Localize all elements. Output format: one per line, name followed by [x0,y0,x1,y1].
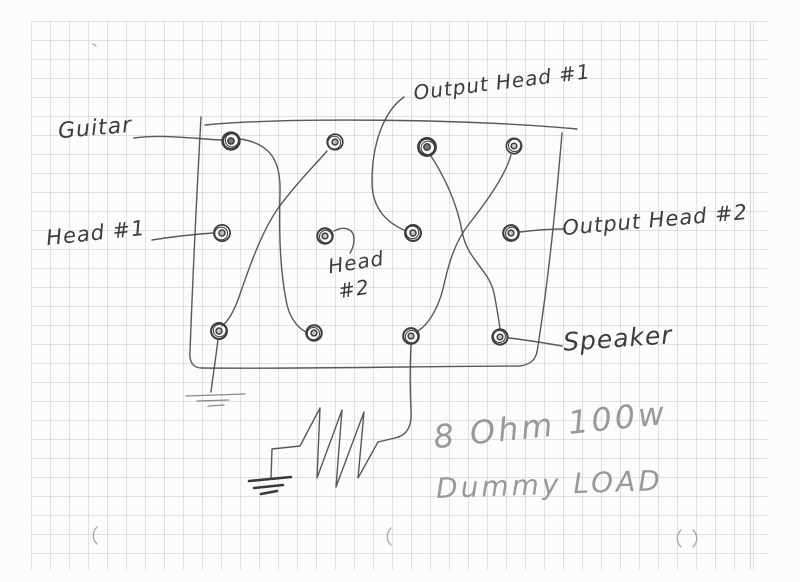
stray-paren-pair [676,529,698,548]
jack-row3-col2 [305,324,323,342]
wire-top2-to-bottom1 [221,150,328,327]
jack-head-1 [213,224,231,242]
panel-top-edge [204,119,578,130]
pointer-speaker [508,337,563,347]
stray-dot [92,43,97,47]
dummy-load [247,343,412,496]
panel-left-edge [189,116,203,369]
pointer-output-head-1 [371,96,405,231]
jack-row3-col1 [210,322,228,340]
pointer-guitar [133,135,222,141]
pointer-output-head-2 [519,228,565,233]
stray-marks [92,43,698,548]
ground-wire [210,338,219,393]
stray-paren-1 [92,526,98,545]
panel-bottom-edge [201,351,538,369]
jack-head-2 [316,227,334,245]
jack-row1-col2 [326,133,344,151]
ground-symbol-left [185,338,246,407]
ground-lines [185,393,246,407]
resistor-symbol [270,407,400,488]
jack-speaker [491,328,509,346]
wires [221,138,512,333]
panel-right-edge [536,132,563,353]
jack-row1-col3 [417,137,437,157]
jack-guitar [221,131,241,151]
ground-symbol-resistor [247,475,293,496]
pointer-lines [133,96,565,347]
wire-bottom3-to-resistor [397,343,412,438]
jack-row1-col4 [505,137,523,155]
graph-paper-grid [31,21,768,570]
paper-margin-line [750,21,751,570]
panel-box [189,116,578,369]
stray-paren-2 [386,527,392,546]
pointer-head-1 [151,232,214,241]
head-2-label: Head#2 [326,245,386,304]
pointer-head-2 [333,227,355,254]
jack-output-head-1 [404,224,422,242]
wire-top3-to-bottom4 [430,155,501,330]
jack-row3-col3 [402,327,420,345]
wire-guitar-to-bottom2 [239,138,307,333]
wire-top4-to-bottom3 [417,154,512,332]
jack-output-head-2 [502,224,520,242]
